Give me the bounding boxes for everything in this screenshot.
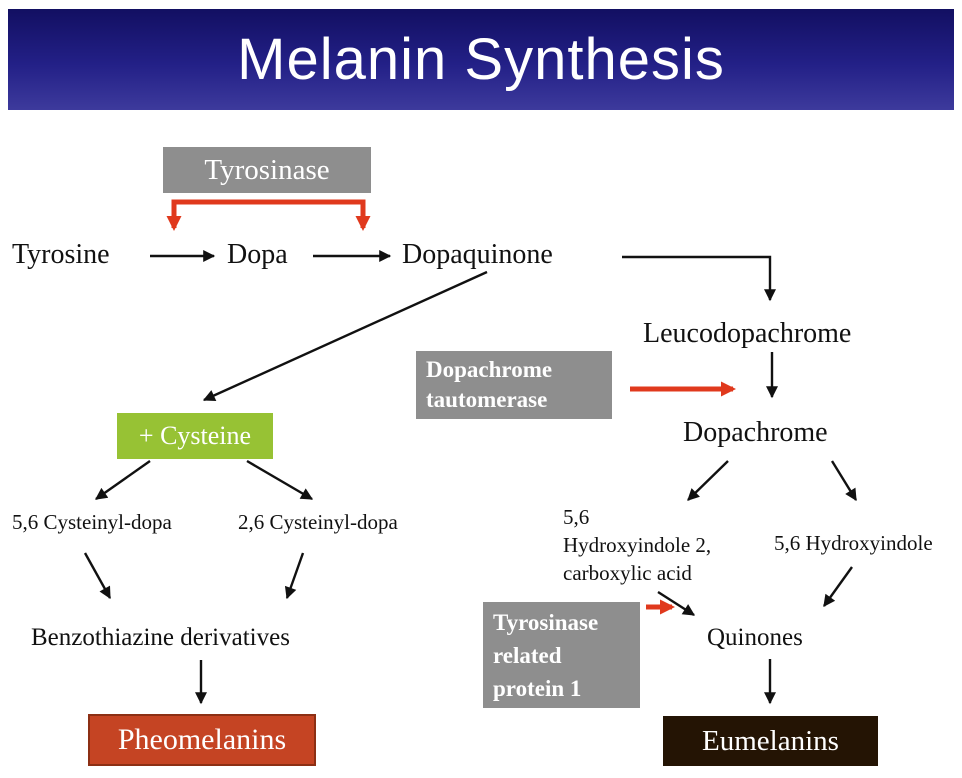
node-56-cysteinyl-dopa: 5,6 Cysteinyl-dopa <box>12 510 172 534</box>
arrow-cysteine-to-56-cysteinyl <box>95 460 151 500</box>
pheomelanins-label: Pheomelanins <box>117 723 287 756</box>
tyrosinase-label: Tyrosinase <box>204 153 330 186</box>
arrow-dopachrome-to-hydroxyindole-carboxylic <box>687 460 729 501</box>
cysteine-label: + Cysteine <box>138 421 252 450</box>
node-dopaquinone: Dopaquinone <box>402 239 553 270</box>
pheomelanins-box: Pheomelanins <box>88 714 316 766</box>
node-benzothiazine-derivatives: Benzothiazine derivatives <box>31 624 290 651</box>
eumelanins-label: Eumelanins <box>702 724 839 757</box>
page-title: Melanin Synthesis <box>237 27 725 92</box>
cysteine-box: + Cysteine <box>117 413 273 459</box>
arrow-56-cysteinyl-to-benzothiazine <box>83 552 112 600</box>
hydroxyindole-carboxylic-line2: Hydroxyindole 2, <box>563 533 712 557</box>
node-dopachrome: Dopachrome <box>683 417 828 448</box>
node-tyrosine: Tyrosine <box>12 239 110 270</box>
dopachrome-tautomerase-line2: tautomerase <box>426 387 548 412</box>
node-56-hydroxyindole: 5,6 Hydroxyindole <box>774 531 933 555</box>
arrow-carboxylic-to-quinones <box>657 590 696 617</box>
arrow-dopaquinone-to-cysteine <box>202 270 488 402</box>
dopachrome-tautomerase-box: Dopachrome tautomerase <box>416 351 612 419</box>
title-banner: Melanin Synthesis <box>8 9 954 110</box>
hydroxyindole-carboxylic-line3: carboxylic acid <box>563 561 692 585</box>
arrow-cysteine-to-26-cysteinyl <box>246 459 314 501</box>
arrow-dopachrome-to-hydroxyindole <box>830 460 858 502</box>
node-dopa: Dopa <box>227 239 288 270</box>
arrow-hydroxyindole-to-quinones <box>823 566 853 607</box>
eumelanins-box: Eumelanins <box>663 716 878 766</box>
hydroxyindole-carboxylic-line1: 5,6 <box>563 505 590 529</box>
trp1-line2: related <box>493 642 562 668</box>
node-hydroxyindole-carboxylic: 5,6 Hydroxyindole 2, carboxylic acid <box>563 503 711 587</box>
arrow-26-cysteinyl-to-benzothiazine <box>284 552 305 600</box>
node-26-cysteinyl-dopa: 2,6 Cysteinyl-dopa <box>238 510 398 534</box>
trp1-line3: protein 1 <box>493 675 582 701</box>
arrow-tyrosinase-bracket <box>166 199 371 231</box>
trp1-line1: Tyrosinase <box>493 609 599 635</box>
tyrosinase-related-protein-box: Tyrosinase related protein 1 <box>483 602 640 708</box>
node-quinones: Quinones <box>707 624 803 651</box>
tyrosinase-enzyme-box: Tyrosinase <box>163 147 371 193</box>
node-leucodopachrome: Leucodopachrome <box>643 318 852 349</box>
arrow-dopaquinone-to-leucodopachrome <box>622 255 776 302</box>
dopachrome-tautomerase-line1: Dopachrome <box>426 357 553 382</box>
